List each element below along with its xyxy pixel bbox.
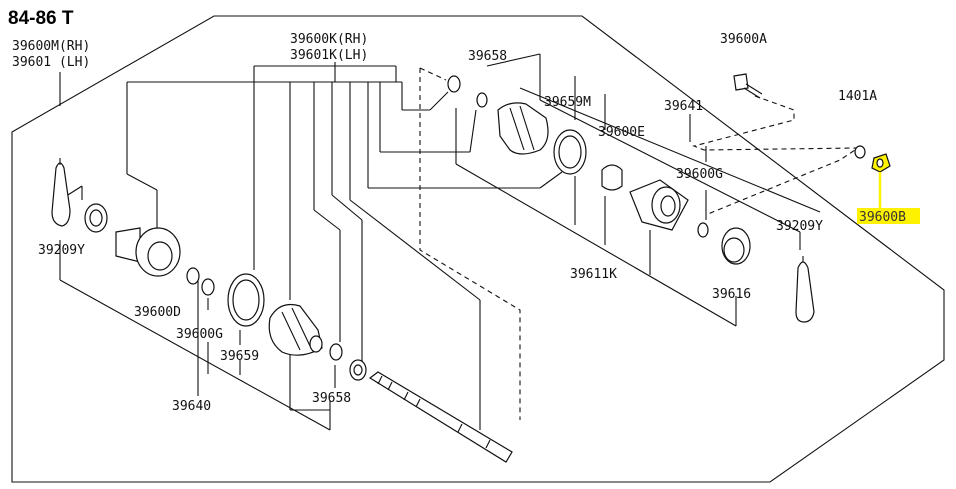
label-39600K[interactable]: 39600K(RH): [290, 32, 368, 47]
assembly-outline: [11, 15, 945, 483]
axle-shaft-icon: [368, 371, 513, 463]
cap-icon: [721, 227, 751, 265]
label-39601[interactable]: 39601 (LH): [12, 55, 90, 70]
inner-boot-icon: [497, 102, 549, 155]
label-39658-top[interactable]: 39658: [468, 49, 507, 64]
label-39600E[interactable]: 39600E: [598, 125, 645, 140]
label-39600B[interactable]: 39600B: [859, 210, 906, 225]
label-39600A[interactable]: 39600A: [720, 32, 767, 47]
label-39616[interactable]: 39616: [712, 287, 751, 302]
circlip-icon: [329, 343, 343, 361]
label-39641[interactable]: 39641: [664, 99, 703, 114]
nut-39600B-icon: [871, 153, 891, 173]
label-39640[interactable]: 39640: [172, 399, 211, 414]
grease-tube-right-icon: [795, 256, 815, 323]
small-ring-right-icon: [697, 222, 709, 238]
outer-joint-icon: [115, 227, 181, 277]
diagram-title: 84-86 T: [8, 8, 74, 29]
label-39659M[interactable]: 39659M: [544, 95, 591, 110]
label-39600D[interactable]: 39600D: [134, 305, 181, 320]
snap-ring-icon-2: [201, 278, 215, 296]
label-39209Y-left[interactable]: 39209Y: [38, 243, 85, 258]
label-39611K[interactable]: 39611K: [570, 267, 617, 282]
highlight-box-39600B: [857, 208, 920, 224]
circlip-top-icon-2: [476, 92, 488, 108]
label-39600M[interactable]: 39600M(RH): [12, 39, 90, 54]
label-39600G-left[interactable]: 39600G: [176, 327, 223, 342]
snap-ring-icon: [186, 267, 200, 285]
boot-icon: [268, 303, 323, 356]
washer-icon: [854, 145, 866, 159]
label-1401A[interactable]: 1401A: [838, 89, 877, 104]
grease-tube-left-icon: [51, 158, 71, 227]
label-39600G-right[interactable]: 39600G: [676, 167, 723, 182]
circlip-top-icon: [447, 75, 461, 93]
label-39209Y-right[interactable]: 39209Y: [776, 219, 823, 234]
inner-joint-housing-icon: [629, 179, 689, 231]
label-39601K[interactable]: 39601K(LH): [290, 48, 368, 63]
label-39658-bottom[interactable]: 39658: [312, 391, 351, 406]
label-39659[interactable]: 39659: [220, 349, 259, 364]
bolt-icon: [733, 73, 763, 99]
spider-icon: [601, 164, 623, 191]
